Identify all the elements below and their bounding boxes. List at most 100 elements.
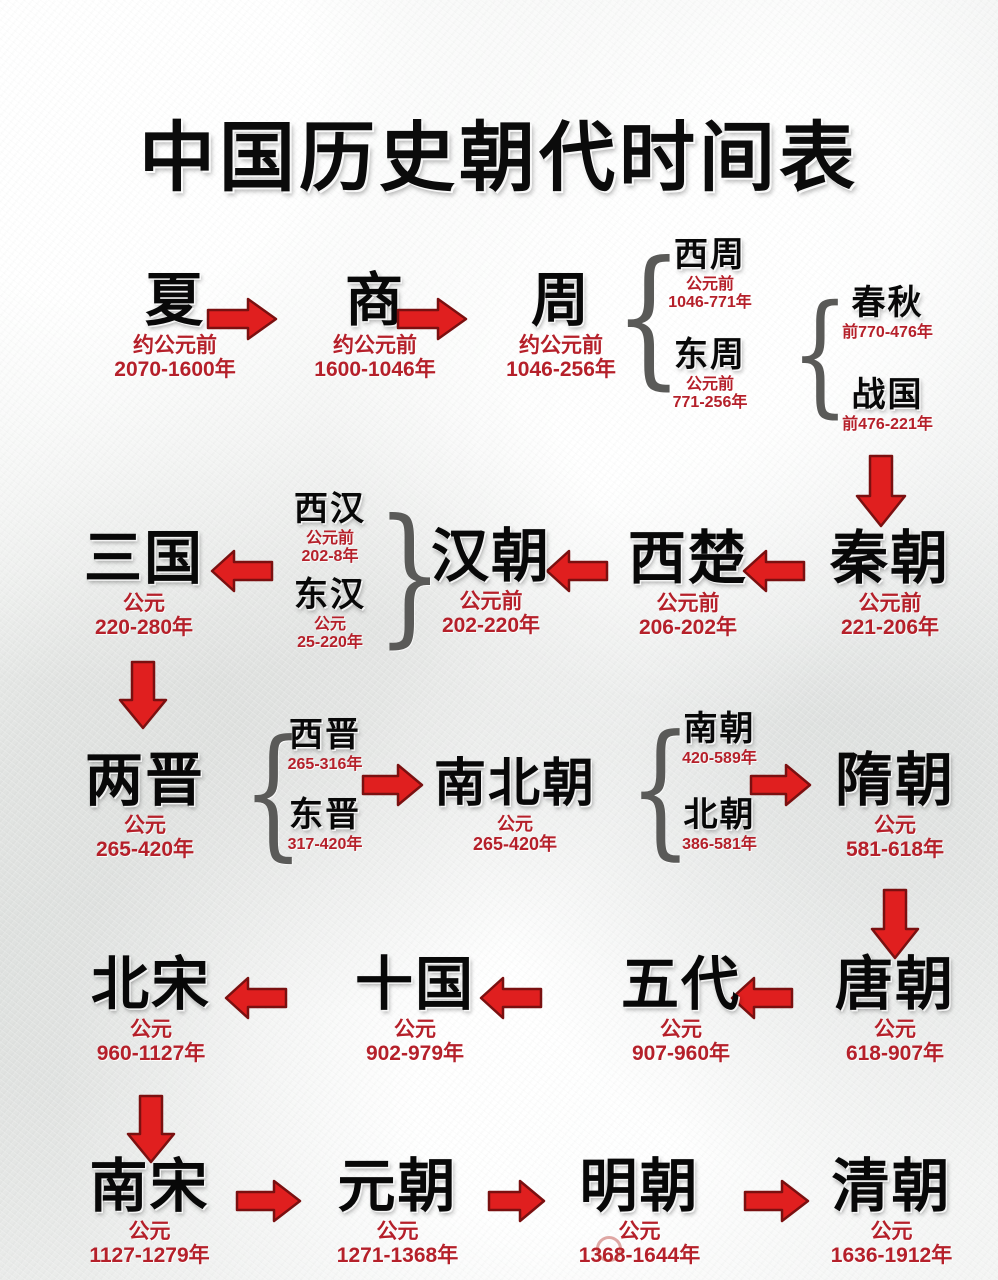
node-nanbeichao-range: 265-420年: [472, 834, 558, 855]
node-sanguo-era: 公元: [123, 592, 165, 615]
node-xichu-name: 西楚: [627, 526, 748, 591]
node-han-name: 汉朝: [430, 524, 551, 589]
node-wudai-name: 五代: [620, 952, 741, 1017]
node-han-era: 公元前: [459, 590, 523, 613]
node-ming-range: 1368-1644年: [578, 1243, 701, 1267]
node-xihan-era: 公元前: [305, 530, 354, 547]
arrow-sanguo-to-liangjin: [114, 658, 172, 732]
arrow-shiguo-to-beisong: [222, 975, 290, 1021]
node-sui[interactable]: 隋朝 公元 581-618年: [800, 752, 990, 861]
node-liangjin[interactable]: 两晋 公元 265-420年: [50, 752, 240, 861]
node-wudai[interactable]: 五代 公元 907-960年: [586, 956, 776, 1065]
node-beisong-range: 960-1127年: [96, 1041, 206, 1065]
arrow-qin-to-xichu: [740, 548, 808, 594]
node-xichu[interactable]: 西楚 公元前 206-202年: [588, 530, 788, 639]
node-donghan-range: 25-220年: [297, 633, 363, 651]
node-qin-era: 公元前: [858, 592, 922, 615]
node-zhou-range: 1046-256年: [506, 357, 616, 381]
node-xijin[interactable]: 西晋 265-316年: [245, 718, 405, 774]
node-dongzhou-name: 东周: [674, 336, 746, 374]
node-yuan-range: 1271-1368年: [336, 1243, 459, 1267]
node-beisong-name: 北宋: [90, 952, 211, 1017]
node-tang-range: 618-907年: [845, 1041, 945, 1065]
arrow-nanbeichao-to-sui: [748, 762, 814, 808]
arrow-ming-to-qing: [742, 1178, 812, 1224]
node-wudai-era: 公元: [660, 1018, 702, 1041]
node-zhanguo[interactable]: 战国 前476-221年: [795, 378, 980, 434]
node-xizhou-range: 1046-771年: [668, 293, 752, 311]
node-zhou[interactable]: 周 约公元前 1046-256年: [466, 272, 656, 381]
node-beisong-era: 公元: [130, 1018, 172, 1041]
node-sui-range: 581-618年: [845, 837, 945, 861]
node-dongzhou[interactable]: 东周 公元前 771-256年: [620, 338, 800, 412]
node-dongzhou-era: 公元前: [685, 376, 734, 393]
brace-nanbeichao-group: {: [628, 704, 693, 874]
node-liangjin-range: 265-420年: [95, 837, 195, 861]
node-beichao[interactable]: 北朝 386-581年: [632, 798, 807, 854]
arrow-han-to-sanguo: [208, 548, 276, 594]
node-sanguo-name: 三国: [83, 526, 204, 591]
node-sanguo[interactable]: 三国 公元 220-280年: [54, 530, 234, 639]
node-nanbeichao[interactable]: 南北朝 公元 265-420年: [400, 758, 630, 854]
node-dongjin[interactable]: 东晋 317-420年: [245, 798, 405, 854]
node-nanbeichao-era: 公元: [497, 814, 533, 834]
node-xia[interactable]: 夏 约公元前 2070-1600年: [80, 272, 270, 381]
node-xihan[interactable]: 西汉 公元前 202-8年: [250, 492, 410, 566]
node-xihan-range: 202-8年: [301, 547, 359, 565]
node-xia-name: 夏: [144, 268, 205, 333]
node-nanchao[interactable]: 南朝 420-589年: [632, 712, 807, 768]
node-shiguo-range: 902-979年: [365, 1041, 465, 1065]
node-tang[interactable]: 唐朝 公元 618-907年: [800, 956, 990, 1065]
brace-liangjin-group: {: [242, 710, 304, 875]
node-donghan[interactable]: 东汉 公元 25-220年: [250, 578, 410, 652]
node-han-range: 202-220年: [441, 613, 541, 637]
node-beichao-name: 北朝: [683, 796, 756, 834]
arrow-liangjin-to-nanbeichao: [360, 762, 426, 808]
node-liangjin-era: 公元: [124, 814, 166, 837]
node-ming[interactable]: 明朝 公元 1368-1644年: [542, 1158, 737, 1267]
node-nansong-range: 1127-1279年: [89, 1243, 210, 1267]
node-xia-era: 约公元前: [133, 334, 217, 357]
arrow-wudai-to-shiguo: [477, 975, 545, 1021]
node-liangjin-name: 两晋: [84, 748, 205, 813]
node-shiguo-name: 十国: [354, 952, 475, 1017]
node-xihan-name: 西汉: [294, 490, 366, 528]
node-nansong[interactable]: 南宋 公元 1127-1279年: [52, 1158, 247, 1267]
node-shiguo[interactable]: 十国 公元 902-979年: [320, 956, 510, 1065]
node-chunqiu[interactable]: 春秋 前770-476年: [795, 286, 980, 342]
page-title: 中国历史朝代时间表: [139, 113, 859, 202]
node-xichu-era: 公元前: [656, 592, 720, 615]
node-donghan-era: 公元: [313, 616, 346, 633]
node-yuan[interactable]: 元朝 公元 1271-1368年: [300, 1158, 495, 1267]
node-shang[interactable]: 商 约公元前 1600-1046年: [280, 272, 470, 381]
arrow-sui-to-tang: [866, 886, 924, 962]
node-dongjin-name: 东晋: [289, 796, 361, 834]
node-qin-name: 秦朝: [829, 526, 950, 591]
node-donghan-name: 东汉: [294, 576, 366, 614]
node-qing[interactable]: 清朝 公元 1636-1912年: [794, 1158, 989, 1267]
node-qin[interactable]: 秦朝 公元前 221-206年: [790, 530, 990, 639]
arrow-beisong-to-nansong: [122, 1092, 180, 1166]
node-xizhou[interactable]: 西周 公元前 1046-771年: [620, 238, 800, 312]
brace-dongzhou-group: {: [790, 277, 850, 431]
arrow-zhanguo-to-qin: [851, 452, 911, 530]
node-yuan-era: 公元: [376, 1220, 419, 1243]
node-nansong-era: 公元: [128, 1220, 171, 1243]
node-nansong-name: 南宋: [89, 1154, 210, 1219]
arrow-nansong-to-yuan: [234, 1178, 304, 1224]
node-xia-range: 2070-1600年: [114, 357, 236, 381]
node-sui-era: 公元: [874, 814, 916, 837]
node-qing-name: 清朝: [831, 1154, 952, 1219]
node-tang-name: 唐朝: [834, 952, 955, 1017]
node-nanbeichao-name: 南北朝: [433, 755, 596, 813]
node-beichao-range: 386-581年: [682, 836, 757, 853]
node-sanguo-range: 220-280年: [94, 615, 194, 639]
node-zhou-era: 约公元前: [519, 334, 603, 357]
node-chunqiu-name: 春秋: [851, 284, 924, 322]
node-beisong[interactable]: 北宋 公元 960-1127年: [56, 956, 246, 1065]
node-nanchao-range: 420-589年: [682, 750, 757, 767]
node-han[interactable]: 汉朝 公元前 202-220年: [396, 528, 586, 637]
node-zhanguo-name: 战国: [851, 376, 924, 414]
node-dongzhou-range: 771-256年: [672, 393, 748, 411]
arrow-xichu-to-han: [543, 548, 611, 594]
